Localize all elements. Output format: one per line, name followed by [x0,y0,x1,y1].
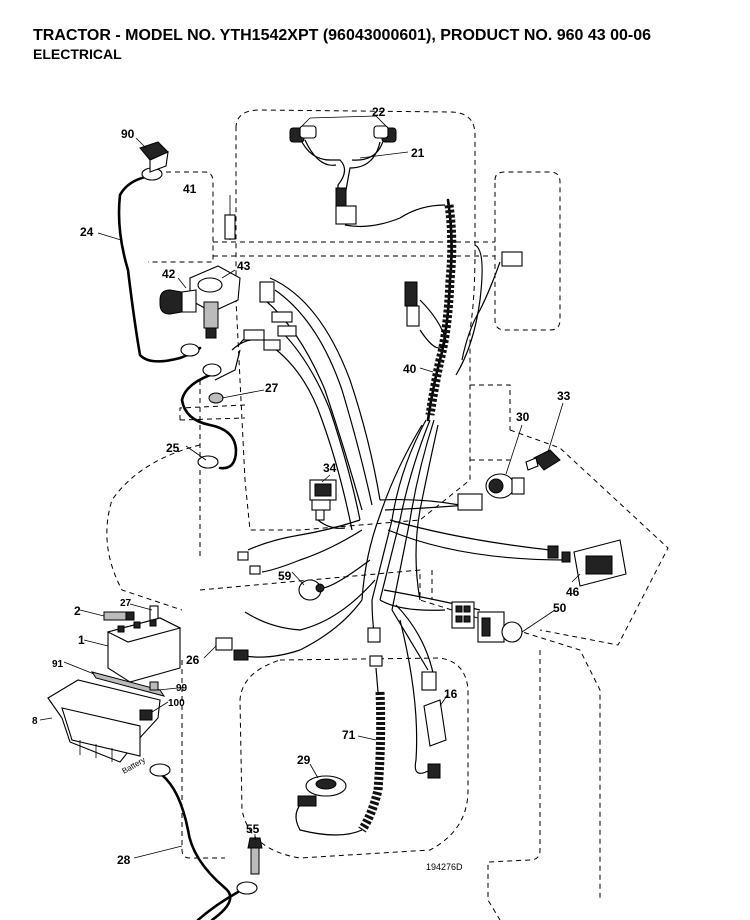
lamp-59 [298,579,325,601]
solenoid-assembly [159,205,241,339]
relay-16 [423,699,447,779]
seat-bracket [179,404,246,421]
leader-lines [39,137,581,859]
callout-40: 40 [403,362,417,376]
right-connector [501,251,523,267]
callout-99: 99 [176,683,188,694]
battery-label: Battery [121,755,147,775]
callout-42: 42 [162,267,176,281]
callout-50: 50 [553,601,567,615]
callout-25: 25 [166,441,180,455]
drawing-number: 194276D [426,862,463,872]
multi-pin-connector [451,601,475,629]
key-33 [525,449,561,471]
callout-2: 2 [74,604,81,618]
rear-wheel-left [181,660,225,859]
callout-91: 91 [52,659,64,670]
callout-30: 30 [516,410,530,424]
frame-outline [106,109,669,920]
rear-wheel-right [487,650,541,920]
callout-100: 100 [168,698,185,709]
callout-28: 28 [117,853,131,867]
callout-90: 90 [121,127,135,141]
fender-right [509,429,669,646]
callout-55: 55 [246,822,260,836]
callout-1: 1 [78,633,85,647]
headlight-harness [289,115,409,225]
ignition-switch-30 [457,473,525,511]
headlight-plug [335,205,357,225]
battery-cables [117,167,258,920]
terminal-a [259,281,275,303]
nut-27 [208,392,224,404]
strap-91 [90,671,166,697]
callout-43: 43 [237,259,251,273]
page-title: TRACTOR - MODEL NO. YTH1542XPT (96043000… [33,27,652,44]
callout-8: 8 [32,716,38,727]
callout-16: 16 [444,687,458,701]
conduit-connector [404,281,418,307]
main-harness-conduit [344,198,523,422]
fender-left [106,444,201,611]
callout-71: 71 [342,728,356,742]
callout-27b: 27 [120,598,132,609]
bolt-41 [224,214,236,240]
hood-outline [235,109,476,531]
page-header: TRACTOR - MODEL NO. YTH1542XPT (96043000… [33,26,651,64]
module-46 [547,539,627,587]
switch-50 [477,611,523,643]
callout-29: 29 [297,753,311,767]
callout-33: 33 [557,389,571,403]
switch-34 [309,479,337,511]
callout-59: 59 [278,569,292,583]
callout-24: 24 [80,225,94,239]
bolt-2 [103,611,127,621]
seat-switch-29 [297,775,347,807]
callout-34: 34 [323,461,337,475]
boot-42 [159,289,183,315]
terminal-26 [215,637,249,661]
small-terminals [237,281,325,575]
callout-21: 21 [411,146,425,160]
ignition-connector [457,493,483,511]
center-connectors [367,601,475,691]
front-wheel-left [148,171,214,263]
callout-46: 46 [566,585,580,599]
terminal-cap-90 [139,141,169,173]
callout-26: 26 [186,653,200,667]
callout-labels: 22 21 90 41 24 43 42 40 27 33 30 25 34 5… [32,105,580,872]
battery-assembly: Battery [47,605,182,776]
front-wheel-right [494,171,561,331]
page-subtitle: ELECTRICAL [33,46,122,62]
harness-bundle [214,277,566,774]
callout-41: 41 [183,182,197,196]
frame-mid [199,380,511,560]
bolt-55 [247,837,263,875]
callout-27a: 27 [265,381,279,395]
callout-22: 22 [372,105,386,119]
deck-outline [239,657,469,859]
headlight-connector [335,187,347,207]
conduit-71 [295,667,386,836]
